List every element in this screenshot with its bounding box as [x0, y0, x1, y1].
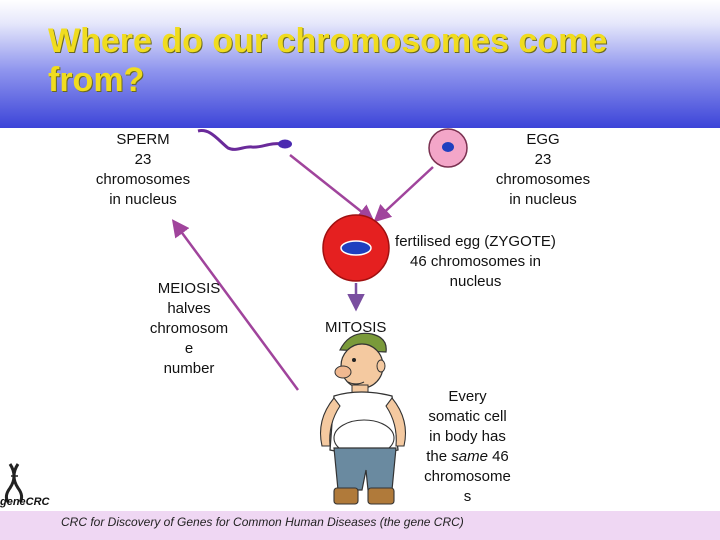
zygote-line-2: 46 chromosomes in: [410, 253, 541, 270]
meiosis-description: MEIOSIS halves chromosom e number: [124, 279, 254, 379]
somatic-line-2: somatic cell: [428, 408, 507, 425]
arrow-egg-to-zygote: [373, 166, 434, 223]
cartoon-man-illustration: [319, 332, 407, 505]
zygote-line-1: fertilised egg (ZYGOTE): [395, 233, 556, 250]
mitosis-label: MITOSIS: [325, 319, 387, 336]
sperm-cell-icon: [197, 129, 292, 151]
egg-line-2: 23: [534, 151, 552, 168]
zygote-description: fertilised egg (ZYGOTE) 46 chromosomes i…: [378, 232, 573, 292]
footer-bar: CRC for Discovery of Genes for Common Hu…: [0, 511, 720, 540]
meiosis-line-3: chromosom: [149, 320, 229, 337]
somatic-description: Every somatic cell in body has the same …: [410, 387, 525, 507]
gene-crc-logo: [4, 463, 24, 503]
somatic-post: 46: [487, 448, 509, 465]
page-title: Where do our chromosomes come from?: [48, 22, 608, 99]
egg-line-1: EGG: [526, 131, 560, 148]
sperm-line-4: in nucleus: [109, 191, 177, 208]
meiosis-line-1: MEIOSIS: [157, 280, 221, 297]
somatic-emphasis: same: [451, 448, 488, 465]
sperm-line-2: 23: [134, 151, 152, 168]
zygote-line-3: nucleus: [449, 273, 502, 290]
sperm-description: SPERM 23 chromosomes in nucleus: [78, 130, 208, 210]
footer-text: CRC for Discovery of Genes for Common Hu…: [61, 515, 464, 529]
logo-text: geneCRC: [0, 496, 50, 508]
title-banner: [0, 0, 720, 128]
egg-description: EGG 23 chromosomes in nucleus: [478, 130, 608, 210]
sperm-line-3: chromosomes: [95, 171, 191, 188]
sperm-line-1: SPERM: [116, 131, 170, 148]
somatic-line-3: in body has: [429, 428, 506, 445]
meiosis-line-5: number: [163, 360, 215, 377]
meiosis-line-4: e: [184, 340, 194, 357]
somatic-line-5: chromosome: [424, 468, 511, 485]
egg-cell-icon: [428, 128, 468, 168]
somatic-pre: the: [426, 448, 452, 465]
egg-line-4: in nucleus: [509, 191, 577, 208]
arrow-meiosis: [171, 219, 300, 391]
zygote-cell-icon: [322, 214, 390, 282]
somatic-line-1: Every: [448, 388, 487, 405]
somatic-line-6: s: [463, 488, 472, 505]
meiosis-line-2: halves: [167, 300, 211, 317]
egg-line-3: chromosomes: [495, 171, 591, 188]
arrow-sperm-to-zygote: [289, 154, 375, 223]
somatic-line-4: the same 46: [410, 447, 525, 467]
